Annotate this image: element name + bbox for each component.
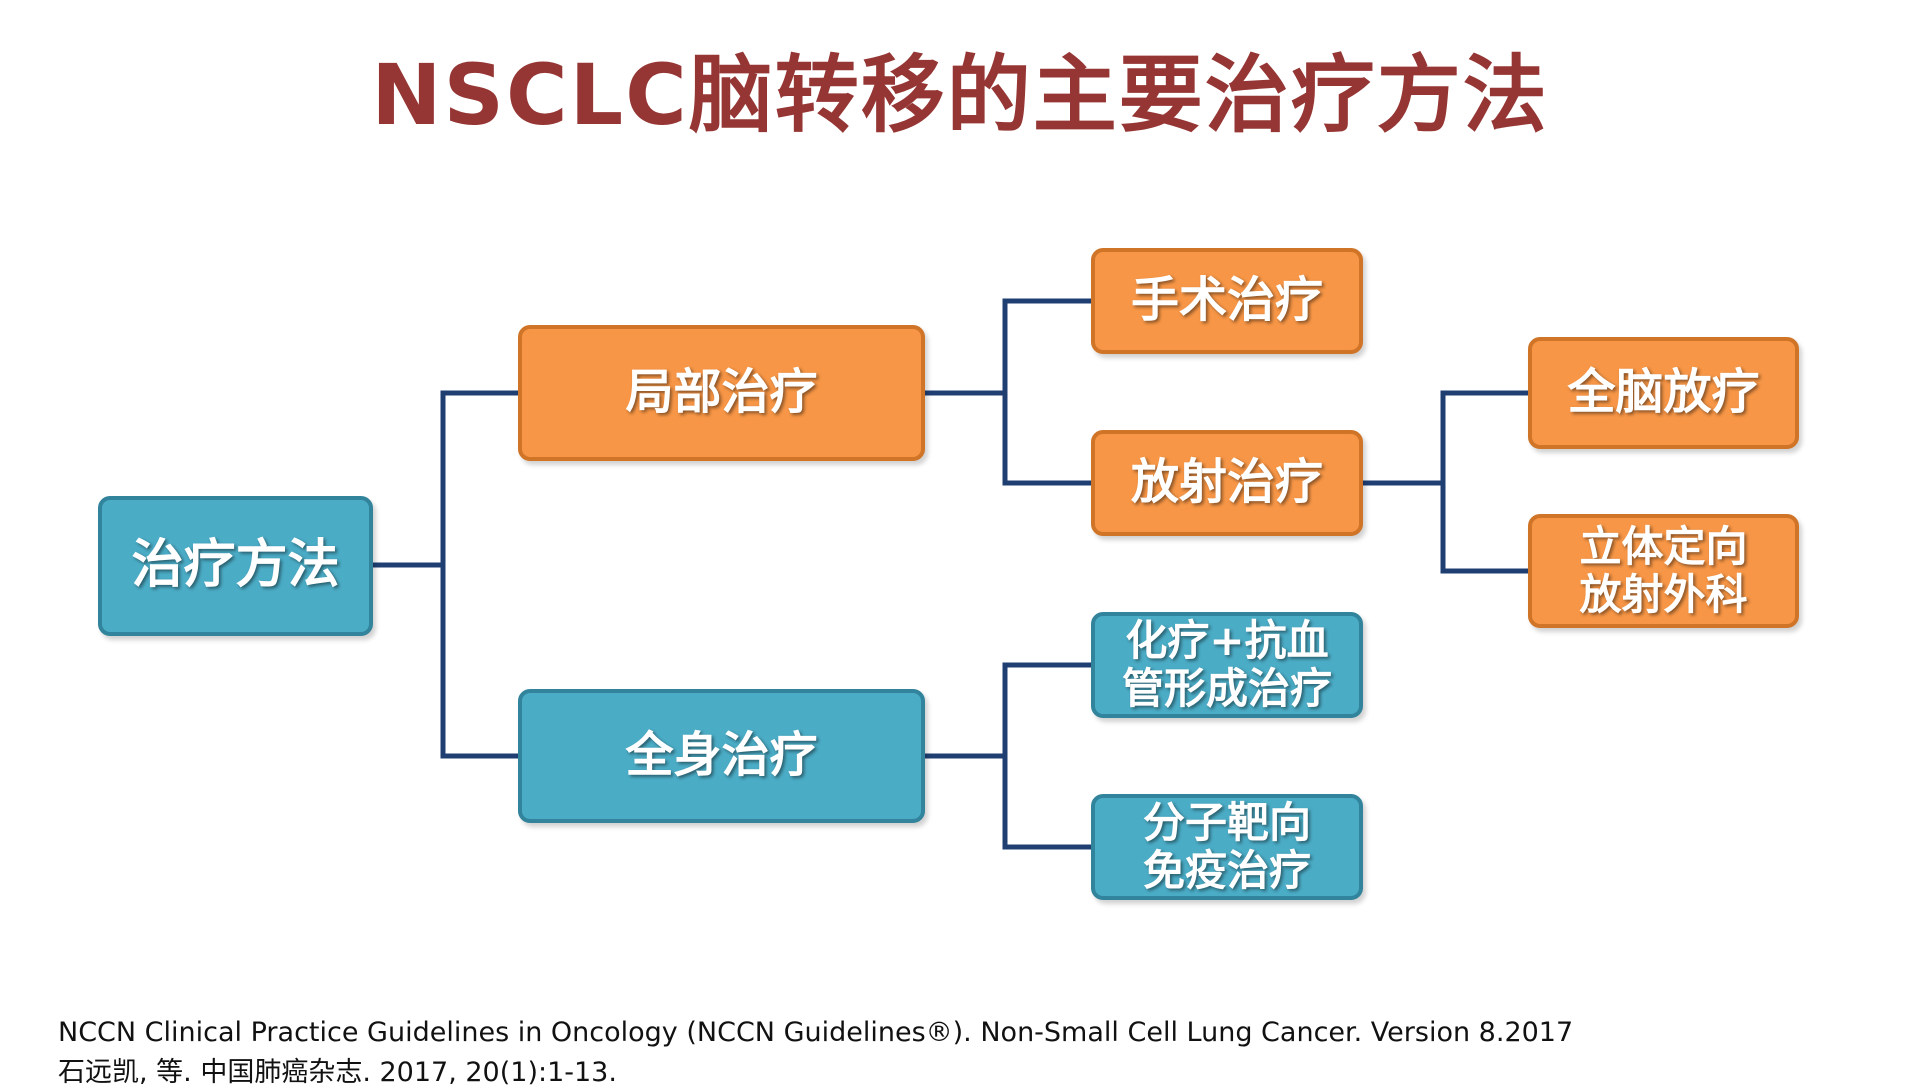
node-label: 治疗方法	[131, 535, 340, 596]
node-treatment-methods: 治疗方法	[98, 496, 373, 636]
node-label: 分子靶向 免疫治疗	[1142, 797, 1311, 895]
node-stereotactic-radiosurgery: 立体定向 放射外科	[1528, 514, 1799, 628]
slide-title: NSCLC脑转移的主要治疗方法	[371, 46, 1549, 144]
node-label: 化疗+抗血 管形成治疗	[1121, 615, 1332, 713]
node-label: 全身治疗	[625, 727, 818, 784]
node-label: 放射治疗	[1130, 454, 1323, 511]
connector-root-branches	[440, 390, 518, 759]
reference-nccn: NCCN Clinical Practice Guidelines in Onc…	[58, 1017, 1574, 1048]
node-label: 全脑放疗	[1567, 364, 1760, 421]
connector-local-branches	[1002, 298, 1091, 486]
node-systemic-treatment: 全身治疗	[518, 689, 925, 823]
connector-radiotherapy-branches	[1440, 390, 1528, 574]
reference-shi: 石远凯, 等. 中国肺癌杂志. 2017, 20(1):1-13.	[58, 1057, 617, 1088]
node-label: 立体定向 放射外科	[1579, 521, 1748, 619]
node-local-treatment: 局部治疗	[518, 325, 925, 461]
node-surgery: 手术治疗	[1091, 248, 1363, 354]
node-radiotherapy: 放射治疗	[1091, 430, 1363, 536]
node-label: 手术治疗	[1130, 272, 1323, 329]
node-label: 局部治疗	[625, 364, 818, 421]
node-whole-brain-radiotherapy: 全脑放疗	[1528, 337, 1799, 449]
node-targeted-immunotherapy: 分子靶向 免疫治疗	[1091, 794, 1363, 900]
connector-systemic-branches	[1002, 662, 1091, 850]
node-chemo-antiangiogenic: 化疗+抗血 管形成治疗	[1091, 612, 1363, 718]
